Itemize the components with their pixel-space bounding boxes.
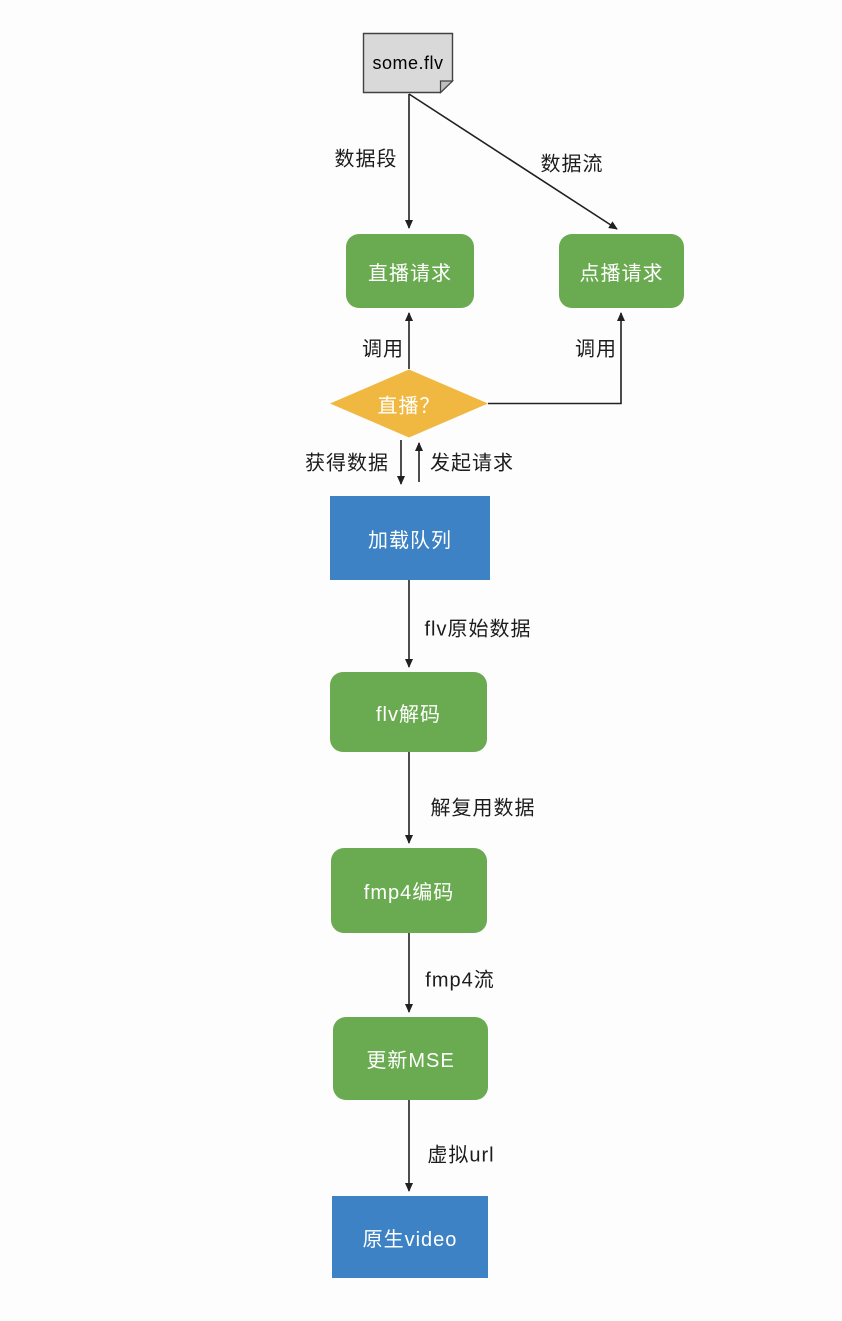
node-is-live-label: 直播？	[377, 395, 441, 418]
node-flv-decode: flv解码	[330, 672, 487, 752]
edge-label-flv-raw-data: flv原始数据	[424, 618, 532, 641]
edge-label-virtual-url: 虚拟url	[427, 1144, 495, 1167]
node-native-video: 原生video	[332, 1196, 488, 1278]
edge-label-call-right: 调用	[575, 338, 617, 361]
edge-label-fmp4-stream: fmp4流	[425, 969, 495, 992]
edge-label-send-request: 发起请求	[430, 452, 514, 475]
diamond-shape	[330, 369, 488, 438]
node-update-mse: 更新MSE	[333, 1017, 488, 1100]
edge-doc-to-vod	[408, 93, 618, 230]
node-vod-request: 点播请求	[559, 234, 684, 308]
edge-diamond-to-vod	[488, 312, 625, 405]
edge-label-data-stream: 数据流	[540, 153, 604, 176]
node-load-queue: 加载队列	[330, 496, 490, 580]
node-fmp4-encode: fmp4编码	[331, 848, 487, 933]
node-live-request: 直播请求	[346, 234, 474, 308]
edge-label-demuxed-data: 解复用数据	[430, 797, 536, 820]
document-shape	[362, 32, 454, 94]
edge-label-get-data: 获得数据	[305, 452, 389, 475]
edge-label-call-left: 调用	[362, 338, 404, 361]
node-source-file: some.flv	[372, 52, 444, 73]
edge-label-data-segment: 数据段	[334, 148, 398, 171]
